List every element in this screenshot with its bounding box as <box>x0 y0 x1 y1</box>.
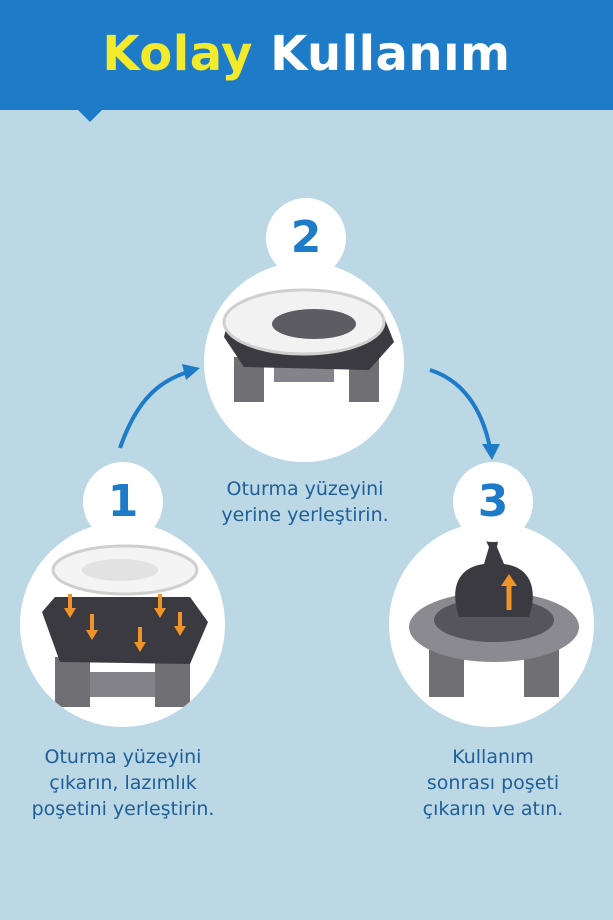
title-accent: Kolay <box>102 26 253 82</box>
step-3-number: 3 <box>453 462 533 542</box>
step-3-image <box>389 522 594 727</box>
step-3-caption: Kullanım sonrası poşeti çıkarın ve atın. <box>422 746 564 820</box>
step-1-number: 1 <box>83 462 163 542</box>
curved-arrow-icon <box>118 364 200 449</box>
step-1-image <box>20 522 225 727</box>
step-2-caption: Oturma yüzeyini yerine yerleştirin. <box>221 478 389 526</box>
step-1-caption: Oturma yüzeyini çıkarın, lazımlık poşeti… <box>31 746 215 820</box>
title-main: Kullanım <box>270 26 511 82</box>
curved-arrow-icon <box>429 368 500 460</box>
potty-bag-insert-illustration <box>42 544 208 707</box>
potty-with-seat-illustration <box>222 288 394 402</box>
step-2-image <box>204 262 404 462</box>
header-banner: Kolay Kullanım <box>0 0 613 110</box>
page-title: Kolay Kullanım <box>0 22 613 86</box>
potty-bag-remove-illustration <box>409 536 579 697</box>
step-2-number: 2 <box>266 198 346 278</box>
header-notch <box>76 108 104 122</box>
